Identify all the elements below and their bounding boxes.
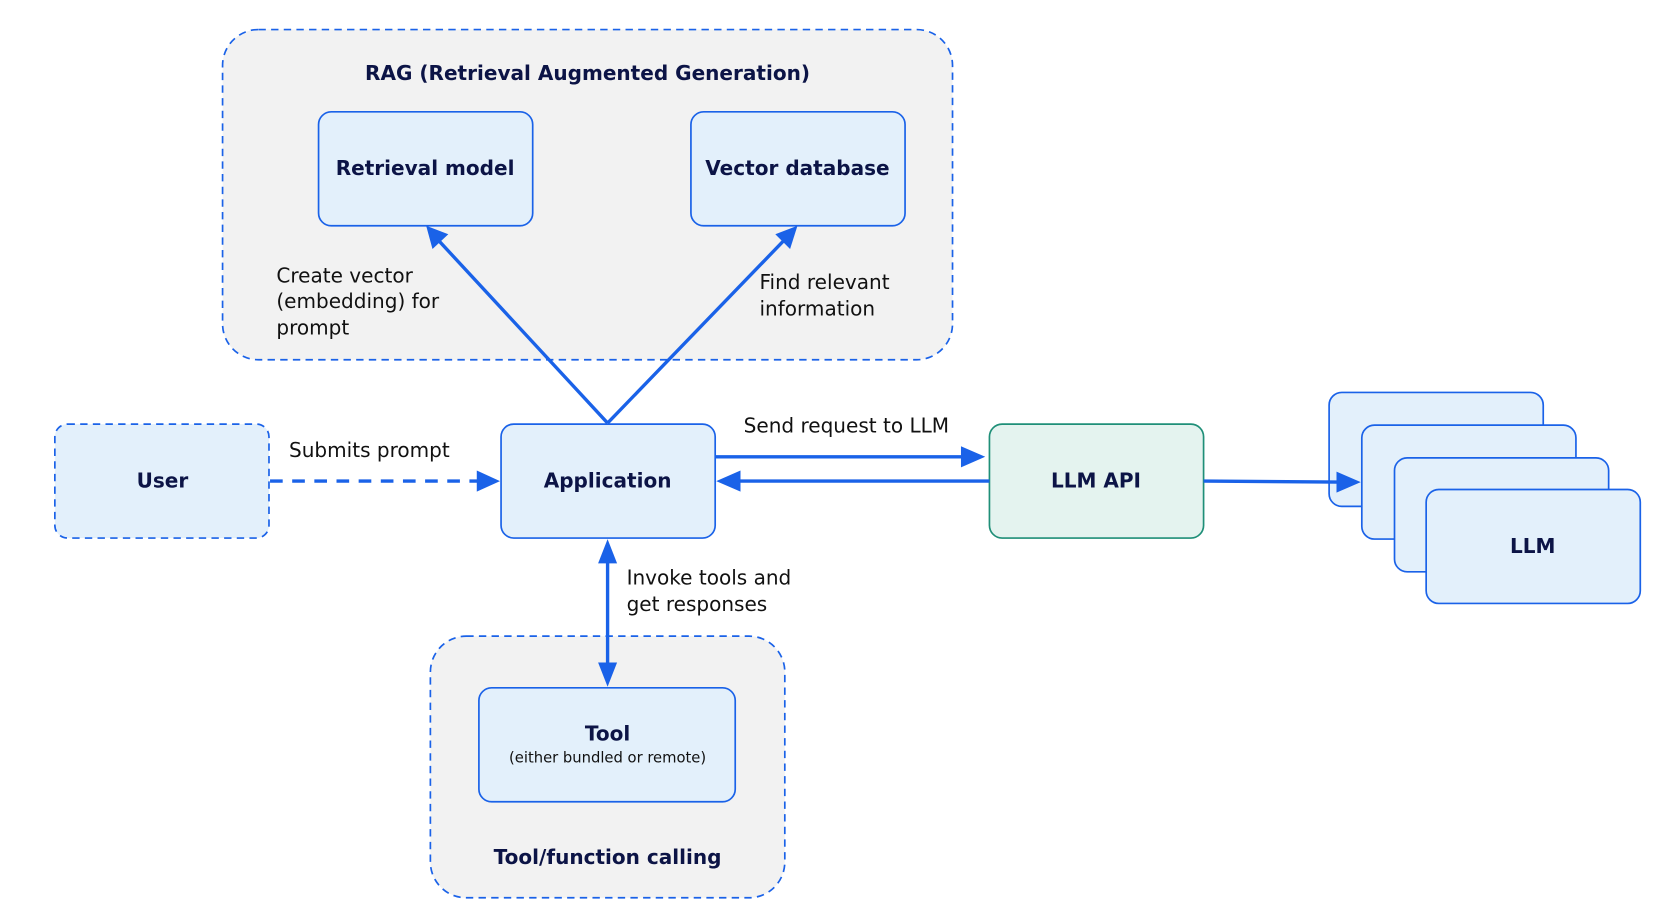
- send-request-label: Send request to LLM: [744, 414, 949, 438]
- vector-database-label: Vector database: [705, 156, 889, 180]
- create-vector-label: Create vector (embedding) for prompt: [276, 264, 445, 340]
- rag-group-title: RAG (Retrieval Augmented Generation): [365, 61, 810, 85]
- arrowhead-llm: [1336, 471, 1361, 493]
- tool-node[interactable]: [478, 686, 737, 803]
- tool-label: Tool: [585, 722, 630, 746]
- llm-label: LLM: [1510, 534, 1555, 558]
- user-label: User: [137, 468, 189, 492]
- retrieval-model-label: Retrieval model: [336, 156, 515, 180]
- tool-group-title: Tool/function calling: [494, 845, 722, 869]
- llm-api-label: LLM API: [1051, 468, 1141, 492]
- vector-database-node[interactable]: [690, 110, 906, 227]
- arrowhead-app-from-tool: [598, 539, 618, 564]
- user-node[interactable]: [54, 423, 270, 539]
- edge-app-to-retrieval: [435, 237, 609, 425]
- retrieval-model-node[interactable]: [317, 110, 534, 227]
- edge-app-to-vectordb: [606, 237, 788, 425]
- arrowhead-app-from-user: [476, 470, 500, 492]
- arrowhead-llmapi: [960, 446, 986, 468]
- edge-llmapi-to-llm: [1203, 479, 1338, 484]
- arrowhead-tool: [598, 662, 618, 687]
- arrowhead-vectordb: [775, 225, 798, 249]
- submits-prompt-label: Submits prompt: [289, 438, 450, 462]
- tool-sublabel: (either bundled or remote): [509, 750, 706, 767]
- llm-node[interactable]: [1425, 488, 1642, 605]
- application-label: Application: [544, 468, 672, 492]
- find-relevant-label: Find relevant information: [759, 270, 895, 320]
- arrowhead-retrieval: [426, 225, 449, 249]
- arrowhead-app-from-llmapi: [716, 470, 741, 492]
- application-node[interactable]: [500, 423, 717, 539]
- invoke-tools-label: Invoke tools and get responses: [627, 565, 798, 615]
